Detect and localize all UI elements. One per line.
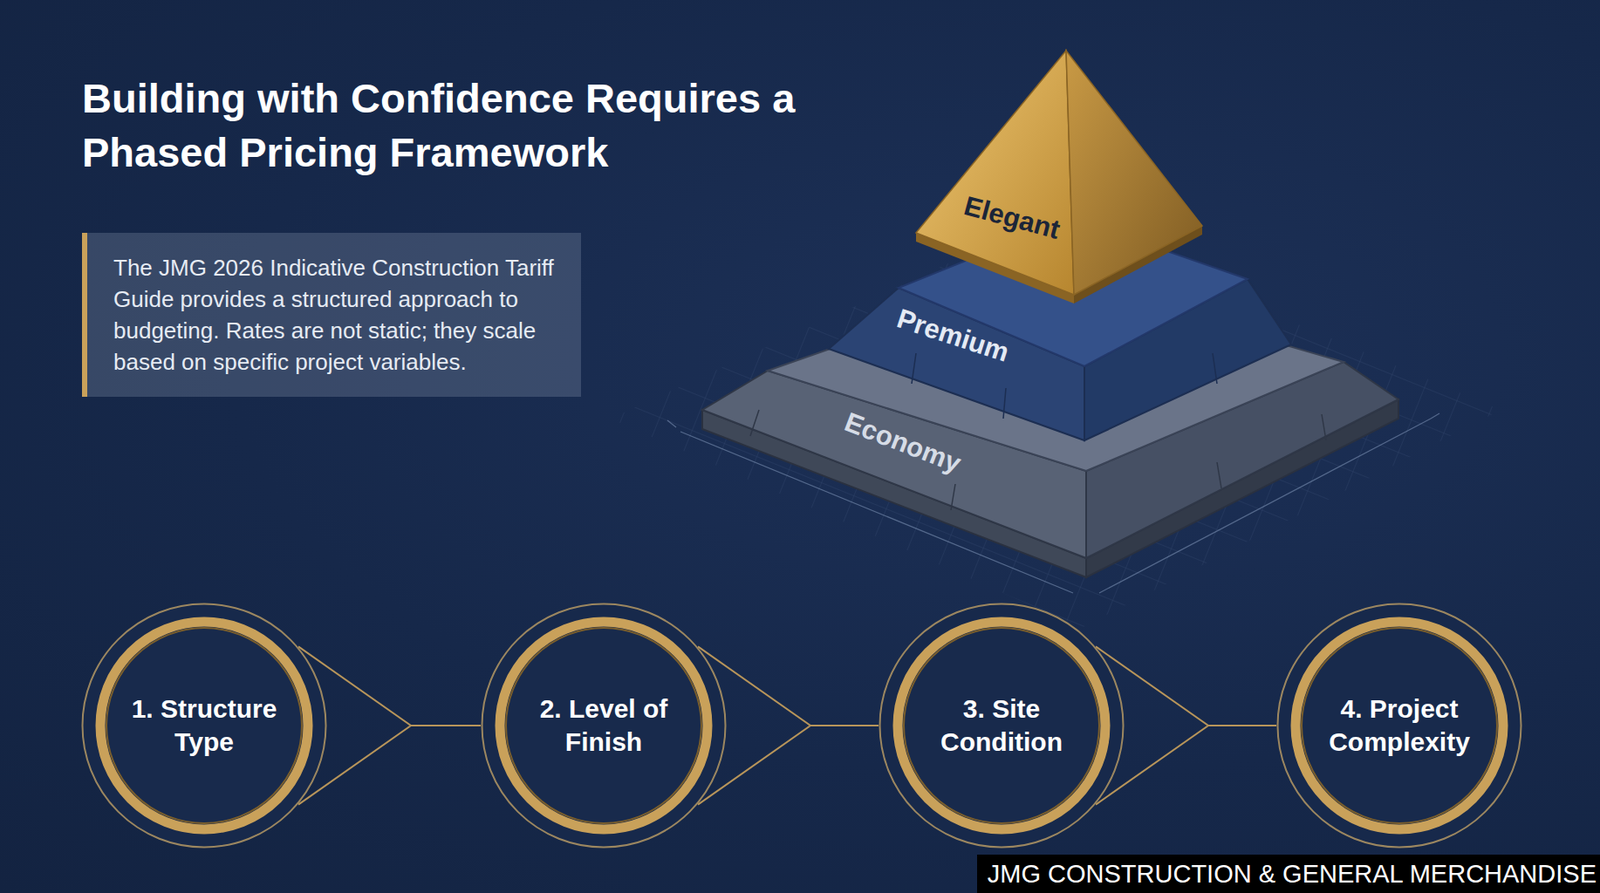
circle-outline bbox=[81, 602, 328, 849]
circle-outline bbox=[480, 602, 727, 849]
factor-circle: 3. Site Condition bbox=[878, 602, 1125, 849]
circle-outline bbox=[878, 602, 1125, 849]
node-text: The JMG 2026 Indicative Construction Tar… bbox=[113, 252, 559, 378]
node-text: 3. Site Condition bbox=[918, 692, 1085, 759]
factor-circle: 4. Project Complexity bbox=[1276, 602, 1523, 849]
factor-circle: 2. Level of Finish bbox=[480, 602, 727, 849]
circle-outline bbox=[1276, 602, 1523, 849]
factor-circle: 1. Structure Type bbox=[81, 602, 328, 849]
diagram-title: Building with Confidence Requires a Phas… bbox=[82, 71, 868, 180]
node-text: 4. Project Complexity bbox=[1316, 692, 1483, 759]
node-text: 1. Structure Type bbox=[121, 692, 288, 759]
footer-label: JMG CONSTRUCTION & GENERAL MERCHANDISE bbox=[977, 854, 1600, 893]
node-text: 2. Level of Finish bbox=[520, 692, 687, 759]
description-box: The JMG 2026 Indicative Construction Tar… bbox=[82, 232, 582, 397]
